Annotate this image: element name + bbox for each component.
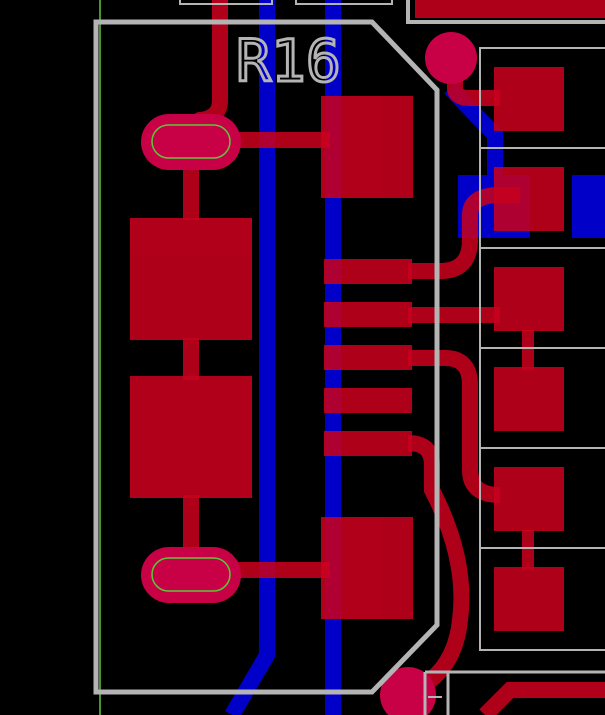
pad-pin-3[interactable] xyxy=(324,345,412,370)
top-trace-signal-d[interactable] xyxy=(407,435,470,698)
pad-pin-5[interactable] xyxy=(324,431,412,456)
pad-right-5[interactable] xyxy=(494,467,564,531)
mounting-slot-bottom-outline xyxy=(151,557,231,592)
pad-large-upper[interactable] xyxy=(130,218,252,340)
via-top-right[interactable] xyxy=(425,32,477,84)
silk-right-dividers xyxy=(480,147,605,549)
silk-top-marks xyxy=(179,0,393,5)
pad-right-4[interactable] xyxy=(494,367,564,431)
pad-right-2[interactable] xyxy=(494,167,564,231)
silkscreen-layer xyxy=(93,0,605,715)
pad-top-edge[interactable] xyxy=(415,0,605,18)
mounting-slot-top-outline xyxy=(151,124,231,159)
pad-pin-2[interactable] xyxy=(324,302,412,327)
pad-shield-bottom[interactable] xyxy=(321,517,413,619)
mounting-pad-bottom[interactable] xyxy=(141,547,241,603)
top-layer-traces xyxy=(183,0,605,715)
silk-bottom-bracket xyxy=(423,670,605,715)
component-outline xyxy=(93,19,440,695)
component-designator-label: R16 xyxy=(236,27,341,95)
mounting-holes xyxy=(141,114,241,603)
top-trace-via-link[interactable] xyxy=(447,60,500,106)
mounting-pad-top[interactable] xyxy=(141,114,241,170)
top-trace-pin1-up[interactable] xyxy=(186,0,228,133)
pad-pin-1[interactable] xyxy=(324,259,412,284)
top-layer-pads xyxy=(130,0,605,631)
top-trace-signal-c[interactable] xyxy=(408,350,501,503)
bottom-pad-edge[interactable] xyxy=(572,175,605,238)
top-trace-bottom-right[interactable] xyxy=(479,682,605,715)
pad-right-6[interactable] xyxy=(494,567,564,631)
pad-shield-top[interactable] xyxy=(321,96,413,198)
top-trace-signal-a[interactable] xyxy=(408,187,520,279)
pad-pin-4[interactable] xyxy=(324,388,412,413)
silk-top-right-bracket xyxy=(406,0,605,24)
via-bottom[interactable] xyxy=(380,667,436,715)
pad-right-3[interactable] xyxy=(494,267,564,331)
pad-large-lower[interactable] xyxy=(130,376,252,498)
bottom-trace-left[interactable] xyxy=(225,0,275,715)
pad-right-1[interactable] xyxy=(494,67,564,131)
